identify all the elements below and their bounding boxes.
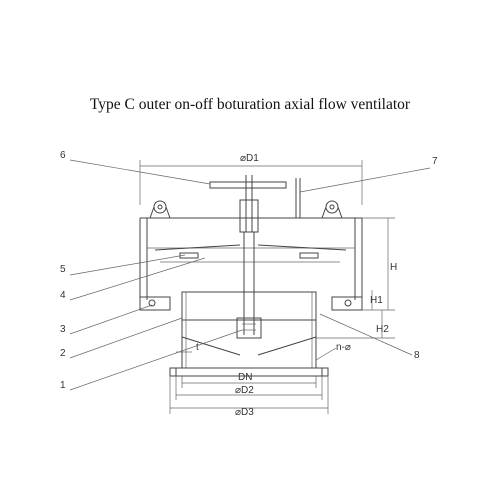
bottom-dimensions: DN ⌀D2 ⌀D3 [169, 372, 329, 418]
dimension-h-group: H H1 H2 [316, 217, 397, 339]
dim-h1-label: H1 [370, 295, 383, 306]
handwheel [209, 175, 287, 233]
center-shaft [236, 232, 262, 339]
callout-6: 6 [60, 150, 66, 161]
callout-3: 3 [60, 324, 66, 335]
dimension-d1: ⌀D1 [139, 153, 363, 205]
dim-d1-label: ⌀D1 [240, 153, 259, 164]
dim-n-holes-label: n-⌀ [336, 342, 351, 353]
thickness-and-holes: t n-⌀ [176, 342, 351, 361]
dim-dn-label: DN [238, 372, 252, 383]
dim-h-label: H [390, 262, 397, 273]
callouts: 6 7 5 4 3 2 1 8 [60, 150, 438, 391]
lifting-eyes [149, 200, 343, 219]
callout-2: 2 [60, 348, 66, 359]
dim-d2-label: ⌀D2 [235, 385, 254, 396]
callout-8: 8 [414, 350, 420, 361]
callout-5: 5 [60, 264, 66, 275]
callout-1: 1 [60, 380, 66, 391]
damper-plates [154, 244, 347, 263]
upper-flange [139, 296, 363, 311]
dim-t-label: t [196, 342, 199, 353]
diagram-title: Type C outer on-off boturation axial flo… [89, 96, 411, 113]
callout-7: 7 [432, 156, 438, 167]
dim-d3-label: ⌀D3 [235, 407, 254, 418]
hood-casing [139, 178, 363, 310]
dim-h2-label: H2 [376, 324, 389, 335]
duct-body [169, 291, 329, 377]
callout-4: 4 [60, 290, 66, 301]
